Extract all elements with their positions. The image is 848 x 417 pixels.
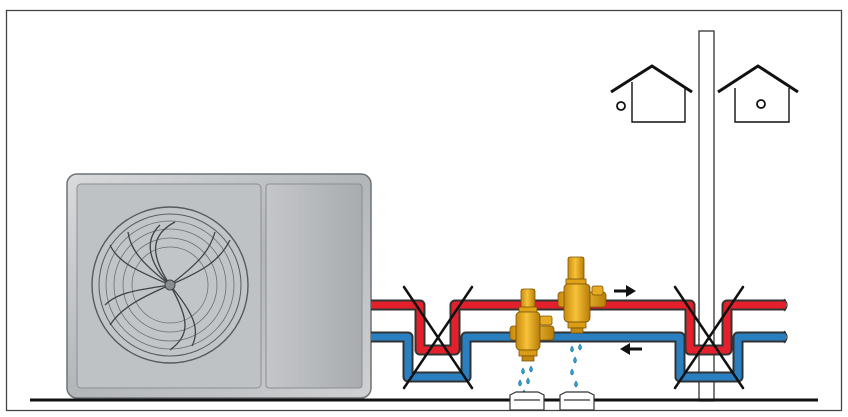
drain-tray-icon-left (509, 391, 545, 411)
house-icon-right (717, 64, 799, 123)
house-icon-left (610, 64, 693, 123)
flow-arrow-left-icon (620, 343, 642, 355)
antifreeze-valve-icon-hot (557, 256, 607, 334)
diagram-frame (5, 9, 843, 412)
cross-out-icon-left (402, 285, 474, 390)
flow-arrow-right-icon (614, 285, 636, 297)
heat-pump-outdoor-unit-icon (66, 173, 372, 399)
water-drop-icon-group-hot (570, 343, 582, 388)
cross-out-icon-right (673, 285, 745, 390)
antifreeze-valve-icon-cold (509, 288, 555, 362)
drain-tray-icon-right (559, 391, 595, 411)
pipe-end-caps (783, 298, 788, 344)
cold-return-pipe (371, 331, 786, 383)
fan-icon (91, 206, 249, 364)
